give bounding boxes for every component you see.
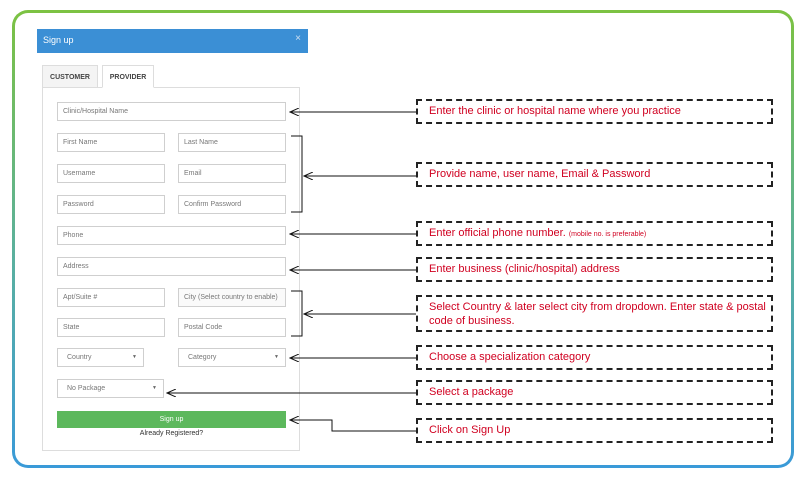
- phone-input[interactable]: Phone: [57, 226, 286, 245]
- callout-clinic: Enter the clinic or hospital name where …: [416, 99, 773, 124]
- postal-code-input[interactable]: Postal Code: [178, 318, 286, 337]
- category-select-value: Category: [188, 354, 217, 361]
- callout-location: Select Country & later select city from …: [416, 295, 773, 332]
- confirm-password-input[interactable]: Confirm Password: [178, 195, 286, 214]
- sign-up-button[interactable]: Sign up: [57, 411, 286, 428]
- chevron-down-icon: ▼: [132, 354, 137, 360]
- email-input[interactable]: Email: [178, 164, 286, 183]
- address-input[interactable]: Address: [57, 257, 286, 276]
- first-name-input[interactable]: First Name: [57, 133, 165, 152]
- callout-package-text: Select a package: [429, 386, 514, 398]
- callout-phone: Enter official phone number. (mobile no.…: [416, 221, 773, 246]
- callout-location-text: Select Country & later select city from …: [429, 301, 766, 327]
- password-input[interactable]: Password: [57, 195, 165, 214]
- callout-phone-text: Enter official phone number.: [429, 227, 566, 239]
- clinic-name-input[interactable]: Clinic/Hospital Name: [57, 102, 286, 121]
- last-name-input[interactable]: Last Name: [178, 133, 286, 152]
- package-select[interactable]: No Package ▼: [57, 379, 164, 398]
- callout-name-credentials: Provide name, user name, Email & Passwor…: [416, 162, 773, 187]
- chevron-down-icon: ▼: [274, 354, 279, 360]
- apt-suite-input[interactable]: Apt/Suite #: [57, 288, 165, 307]
- modal-header: Sign up ×: [37, 29, 308, 53]
- state-input[interactable]: State: [57, 318, 165, 337]
- country-select-value: Country: [67, 354, 92, 361]
- country-select[interactable]: Country ▼: [57, 348, 144, 367]
- callout-address: Enter business (clinic/hospital) address: [416, 257, 773, 282]
- callout-clinic-text: Enter the clinic or hospital name where …: [429, 105, 681, 117]
- callout-signup-text: Click on Sign Up: [429, 424, 511, 436]
- tab-provider[interactable]: PROVIDER: [102, 65, 154, 88]
- callout-category-text: Choose a specialization category: [429, 351, 591, 363]
- callout-signup: Click on Sign Up: [416, 418, 773, 443]
- already-registered-link[interactable]: Already Registered?: [139, 430, 204, 437]
- callout-category: Choose a specialization category: [416, 345, 773, 370]
- city-select[interactable]: City (Select country to enable): [178, 288, 286, 307]
- package-select-value: No Package: [67, 385, 106, 392]
- callout-phone-note: (mobile no. is preferable): [568, 231, 647, 238]
- close-icon[interactable]: ×: [295, 33, 301, 44]
- callout-address-text: Enter business (clinic/hospital) address: [429, 263, 620, 275]
- username-input[interactable]: Username: [57, 164, 165, 183]
- callout-name-credentials-text: Provide name, user name, Email & Passwor…: [429, 168, 651, 180]
- tab-customer[interactable]: CUSTOMER: [42, 65, 98, 88]
- modal-title: Sign up: [43, 35, 74, 45]
- chevron-down-icon: ▼: [152, 385, 157, 391]
- callout-package: Select a package: [416, 380, 773, 405]
- category-select[interactable]: Category ▼: [178, 348, 286, 367]
